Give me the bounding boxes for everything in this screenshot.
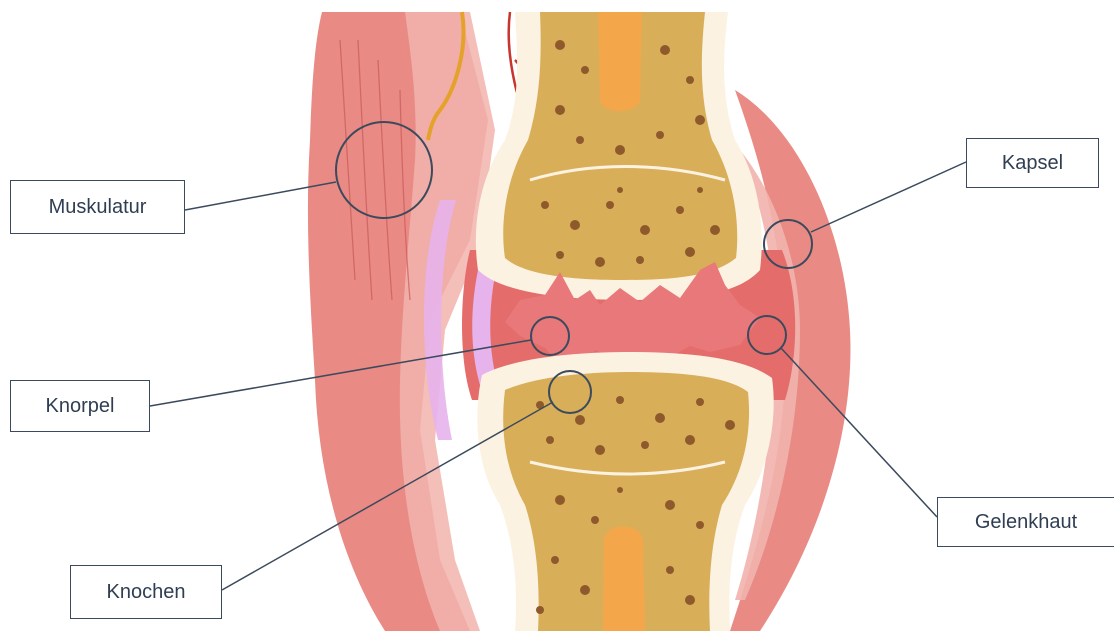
label-kapsel: Kapsel — [966, 138, 1099, 188]
leader-line-kapsel — [811, 162, 966, 232]
label-gelenkhaut: Gelenkhaut — [937, 497, 1114, 547]
label-knorpel: Knorpel — [10, 380, 150, 432]
label-knochen: Knochen — [70, 565, 222, 619]
label-muskulatur: Muskulatur — [10, 180, 185, 234]
upper-bone-marrow — [598, 12, 642, 111]
lower-bone-marrow — [603, 527, 645, 631]
